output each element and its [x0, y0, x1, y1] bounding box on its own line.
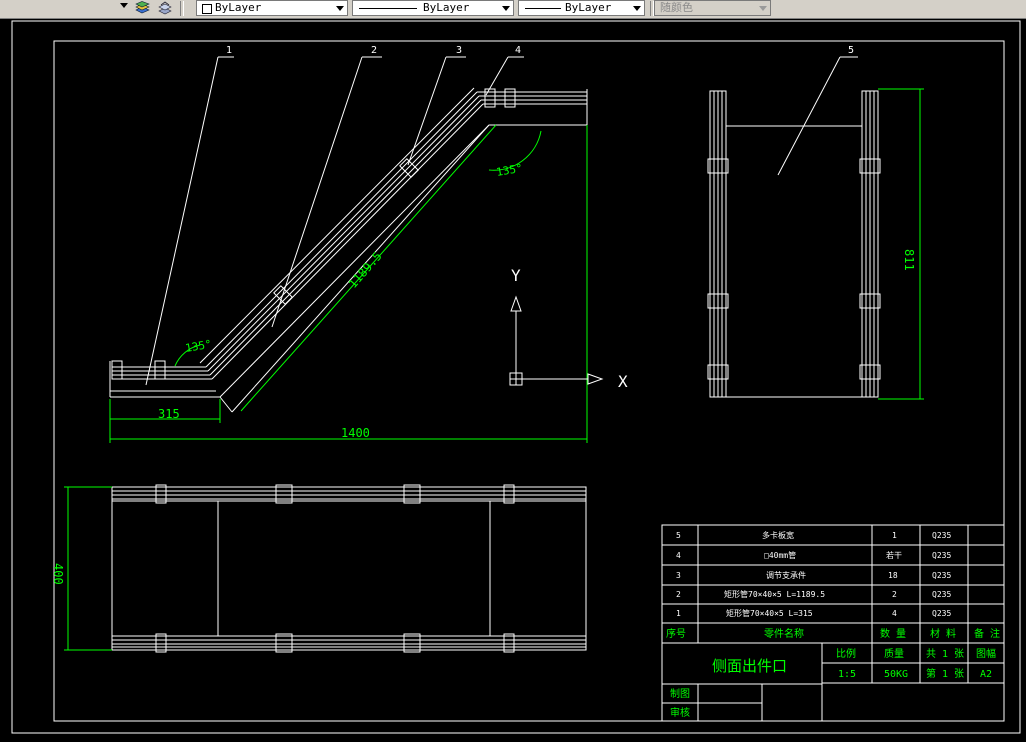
row-material: Q235 [932, 531, 951, 540]
base-length-text: 315 [158, 407, 180, 421]
lineweight-preview-line [525, 8, 561, 9]
sheet-outer-border [11, 20, 1021, 734]
drawing-canvas[interactable]: 135° 135° 1189.5 315 1400 1 2 3 4 5 [0, 19, 1026, 738]
header-remark: 备 注 [974, 627, 1000, 640]
balloon-4: 4 [515, 45, 521, 56]
drawing-no-value: A2 [980, 669, 992, 680]
layer-previous-icon[interactable] [157, 1, 172, 15]
row-name: 调节支承件 [766, 570, 806, 580]
leader-lines [145, 56, 858, 386]
layer-states-icon[interactable] [135, 1, 150, 15]
sheets-label: 共 1 张 [926, 648, 964, 660]
plan-view [111, 484, 587, 653]
incline-length-dimension [240, 124, 497, 412]
header-name: 零件名称 [764, 627, 804, 640]
table-row: 4 □40mm管 若干 Q235 [676, 550, 951, 560]
row-no: 5 [676, 531, 681, 540]
row-name: 矩形管70×40×5 L=1189.5 [724, 589, 825, 599]
linetype-preview-line [359, 8, 417, 9]
checked-label: 审核 [670, 706, 690, 719]
sheet-inner-border [53, 40, 1005, 722]
weight-label: 质量 [884, 648, 904, 660]
chevron-down-icon[interactable] [333, 1, 347, 15]
chevron-down-icon[interactable] [630, 1, 644, 15]
table-row: 5 多卡板宽 1 Q235 [676, 530, 951, 540]
ucs-x-label: X [618, 372, 628, 391]
row-name: 多卡板宽 [762, 530, 794, 540]
row-name: 矩形管70×40×5 L=315 [726, 608, 813, 618]
balloon-3: 3 [456, 45, 462, 56]
color-control-combo[interactable]: ByLayer [196, 0, 348, 16]
overall-length-text: 1400 [341, 426, 370, 440]
row-material: Q235 [932, 571, 951, 580]
row-qty: 1 [892, 531, 897, 540]
table-row: 2 矩形管70×40×5 L=1189.5 2 Q235 [676, 589, 951, 599]
plan-width-dimension [64, 486, 112, 651]
chevron-down-icon[interactable] [756, 1, 770, 15]
row-qty: 若干 [886, 550, 902, 560]
layer-dropdown-arrow-icon[interactable] [120, 3, 128, 8]
plan-width-text: 400 [51, 563, 65, 585]
row-qty: 2 [892, 590, 897, 599]
table-row: 3 调节支承件 18 Q235 [676, 570, 951, 580]
row-no: 3 [676, 571, 681, 580]
overall-length-dimension [109, 125, 588, 443]
header-qty: 数 量 [880, 627, 906, 640]
angle-dimension-bottom: 135° [184, 338, 212, 355]
parts-list: 5 多卡板宽 1 Q235 4 □40mm管 若干 Q235 3 调节支承件 1… [676, 530, 951, 618]
angle-dimensions [174, 130, 542, 367]
lineweight-control-value: ByLayer [565, 1, 612, 14]
properties-toolbar: ByLayer ByLayer ByLayer 随颜色 [0, 0, 1026, 19]
toolbar-separator [180, 1, 184, 16]
color-control-value: ByLayer [215, 1, 262, 14]
row-qty: 4 [892, 609, 897, 618]
weight-value: 50KG [884, 669, 908, 680]
parts-list-header: 序号 零件名称 数 量 材 料 备 注 [666, 627, 1000, 640]
row-no: 1 [676, 609, 681, 618]
row-material: Q235 [932, 551, 951, 560]
ucs-y-label: Y [511, 266, 521, 285]
angle-dimension-top: 135° [495, 162, 523, 179]
scale-label: 比例 [836, 647, 856, 660]
row-qty: 18 [888, 571, 898, 580]
header-material: 材 料 [930, 627, 956, 640]
drawing-title: 侧面出件口 [712, 657, 787, 675]
plotstyle-control-combo[interactable]: 随颜色 [654, 0, 771, 16]
incline-length-text: 1189.5 [346, 249, 385, 291]
drawn-label: 制图 [670, 687, 690, 700]
row-name: □40mm管 [764, 550, 796, 560]
chevron-down-icon[interactable] [499, 1, 513, 15]
title-block [661, 524, 1005, 722]
side-height-dimension [878, 88, 924, 400]
side-height-text: 811 [902, 249, 916, 271]
sheet-label: 第 1 张 [926, 667, 964, 680]
linetype-control-value: ByLayer [423, 1, 470, 14]
balloon-2: 2 [371, 45, 377, 56]
header-no: 序号 [666, 627, 686, 640]
table-row: 1 矩形管70×40×5 L=315 4 Q235 [676, 608, 951, 618]
balloon-5: 5 [848, 45, 854, 56]
ucs-icon [509, 295, 604, 386]
front-view [109, 87, 588, 413]
title-block-fields: 比例 1:5 质量 50KG 共 1 张 第 1 张 图幅 A2 制图 审核 [670, 647, 996, 719]
row-material: Q235 [932, 590, 951, 599]
color-swatch-icon [202, 4, 212, 14]
row-no: 2 [676, 590, 681, 599]
scale-value: 1:5 [838, 669, 856, 680]
cad-drawing[interactable]: 135° 135° 1189.5 315 1400 1 2 3 4 5 [0, 19, 1026, 738]
lineweight-control-combo[interactable]: ByLayer [518, 0, 645, 16]
plotstyle-control-value: 随颜色 [660, 1, 693, 14]
toolbar-separator [650, 1, 654, 16]
drawing-no-label: 图幅 [976, 647, 996, 660]
row-material: Q235 [932, 609, 951, 618]
linetype-control-combo[interactable]: ByLayer [352, 0, 514, 16]
row-no: 4 [676, 551, 681, 560]
balloon-1: 1 [226, 45, 232, 56]
side-view [707, 90, 881, 398]
